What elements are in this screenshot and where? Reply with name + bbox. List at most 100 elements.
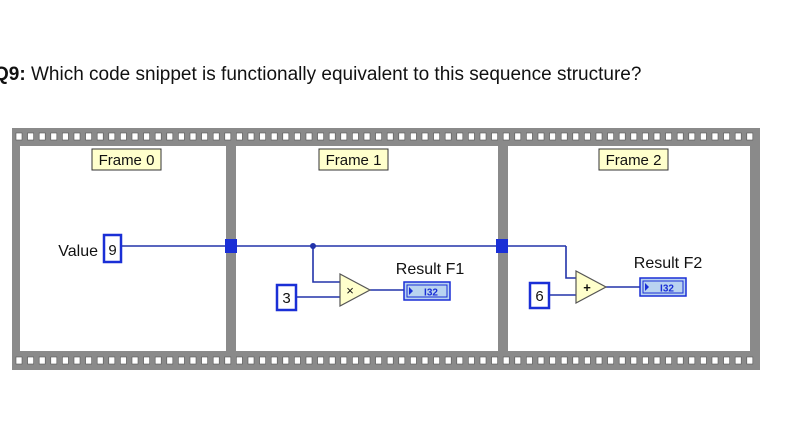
film-hole (27, 132, 34, 141)
film-hole (120, 356, 127, 365)
frame-2-label: Frame 2 (598, 148, 669, 171)
film-hole (62, 356, 69, 365)
film-hole (108, 132, 116, 141)
value-control[interactable]: Value 9 (58, 233, 123, 264)
film-hole (421, 132, 429, 141)
film-hole (352, 132, 359, 141)
question-number: Q9: (0, 64, 26, 85)
film-hole (433, 132, 440, 141)
film-hole (259, 356, 266, 365)
constant-6[interactable]: 6 (528, 281, 551, 310)
result-f2-label: Result F2 (634, 255, 703, 272)
question-body: Which code snippet is functionally equiv… (30, 64, 642, 85)
film-hole (375, 132, 382, 141)
film-hole (723, 132, 730, 141)
film-hole (352, 356, 359, 365)
film-hole (572, 356, 580, 365)
frame-1-label-text: Frame 1 (326, 152, 382, 169)
film-hole (584, 132, 591, 141)
film-hole (189, 356, 197, 365)
result-f1-indicator[interactable]: I32 (403, 281, 451, 301)
film-hole (328, 356, 336, 365)
add-node[interactable]: + (575, 270, 608, 304)
film-hole (479, 356, 487, 365)
film-hole (212, 132, 220, 141)
film-hole (178, 356, 185, 365)
film-hole (282, 132, 290, 141)
film-hole (15, 356, 23, 365)
film-hole (270, 356, 278, 365)
film-hole (642, 356, 649, 365)
film-holes-bottom (15, 356, 754, 365)
film-hole (723, 356, 730, 365)
wire-junction (310, 243, 316, 249)
film-hole (595, 132, 603, 141)
result-f2-indicator[interactable]: I32 (639, 277, 687, 297)
sequence-tunnel-2[interactable] (496, 239, 508, 253)
film-hole (456, 132, 464, 141)
film-hole (398, 356, 406, 365)
film-hole (549, 356, 556, 365)
film-hole (73, 356, 81, 365)
film-hole (734, 132, 742, 141)
film-hole (50, 356, 58, 365)
film-hole (236, 132, 243, 141)
film-hole (96, 132, 104, 141)
film-hole (665, 132, 672, 141)
film-hole (15, 132, 23, 141)
film-hole (154, 356, 162, 365)
film-hole (560, 132, 568, 141)
constant-3[interactable]: 3 (275, 283, 298, 312)
multiply-node[interactable]: × (339, 273, 372, 307)
film-hole (363, 356, 371, 365)
film-hole (468, 132, 475, 141)
film-hole (282, 356, 290, 365)
film-hole (178, 132, 185, 141)
question-text: Q9: Which code snippet is functionally e… (0, 64, 641, 86)
film-hole (85, 356, 92, 365)
film-hole (456, 356, 464, 365)
film-hole (166, 356, 174, 365)
film-hole (386, 132, 394, 141)
film-hole (618, 356, 626, 365)
film-hole (595, 356, 603, 365)
film-hole (526, 132, 533, 141)
film-hole (363, 132, 371, 141)
film-hole (305, 356, 313, 365)
film-hole (479, 132, 487, 141)
film-hole (491, 356, 498, 365)
film-hole (201, 132, 208, 141)
frame-0-label: Frame 0 (91, 148, 162, 171)
film-hole (212, 356, 220, 365)
film-hole (526, 356, 533, 365)
film-hole (270, 132, 278, 141)
film-hole (502, 356, 510, 365)
film-hole (189, 132, 197, 141)
film-hole (247, 132, 255, 141)
film-hole (305, 132, 313, 141)
film-hole (584, 356, 591, 365)
film-hole (433, 356, 440, 365)
constant-3-value: 3 (282, 290, 290, 307)
film-hole (143, 356, 150, 365)
film-hole (676, 132, 684, 141)
film-hole (421, 356, 429, 365)
film-hole (537, 132, 545, 141)
film-hole (549, 132, 556, 141)
film-hole (653, 356, 661, 365)
film-hole (642, 132, 649, 141)
film-hole (201, 356, 208, 365)
result-f1-type: I32 (424, 288, 438, 299)
film-hole (537, 356, 545, 365)
film-hole (96, 356, 104, 365)
film-hole (294, 132, 301, 141)
film-hole (236, 356, 243, 365)
film-hole (108, 356, 116, 365)
film-hole (224, 132, 232, 141)
film-hole (711, 132, 719, 141)
film-hole (560, 356, 568, 365)
sequence-tunnel-1[interactable] (225, 239, 237, 253)
film-hole (711, 356, 719, 365)
film-hole (247, 356, 255, 365)
